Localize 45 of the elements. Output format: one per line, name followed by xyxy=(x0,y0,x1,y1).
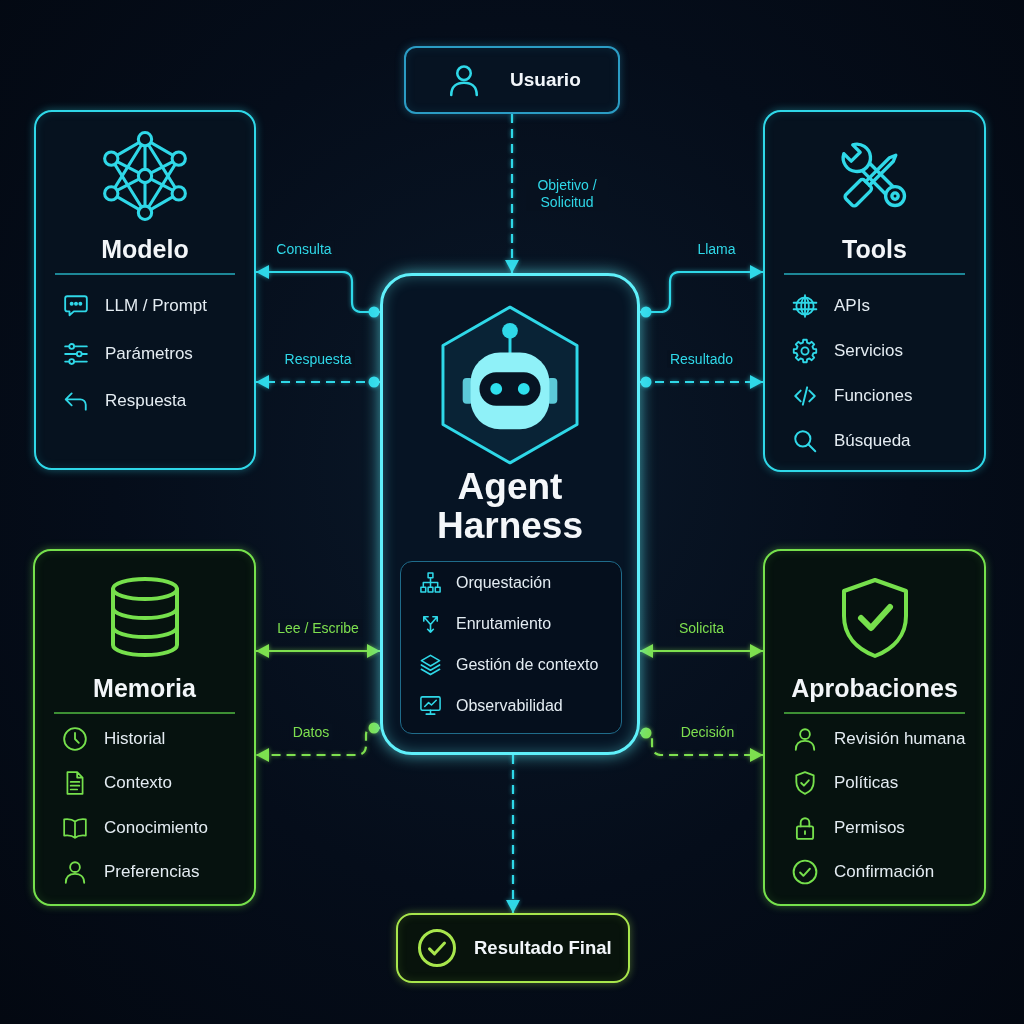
list-item: Orquestación xyxy=(456,573,552,592)
panel-card xyxy=(763,549,986,906)
list-item: Funciones xyxy=(834,386,913,406)
arrow xyxy=(256,644,380,658)
edge-label: Resultado xyxy=(667,350,736,368)
panel-card xyxy=(34,110,256,470)
list-item: Historial xyxy=(104,729,166,749)
list-item: LLM / Prompt xyxy=(105,296,208,316)
arrow xyxy=(640,644,763,658)
list-item: Observabilidad xyxy=(456,696,563,715)
arrow xyxy=(256,722,380,762)
arrow xyxy=(506,755,520,913)
panel-title: Aprobaciones xyxy=(790,673,959,704)
harness-title: Agent Harness xyxy=(436,467,584,545)
panel-title: Tools xyxy=(841,234,908,265)
arrow xyxy=(640,265,763,318)
list-item: Enrutamiento xyxy=(456,614,552,633)
result-box xyxy=(396,913,630,983)
list-item: Confirmación xyxy=(834,861,935,882)
arrow xyxy=(640,375,763,389)
panel-card xyxy=(763,110,986,472)
arrow xyxy=(256,375,380,389)
panel-title: Memoria xyxy=(92,673,197,704)
list-item: Gestión de contexto xyxy=(456,655,599,674)
node-label: Usuario xyxy=(510,68,581,92)
list-item: Revisión humana xyxy=(834,729,966,749)
list-item: Permisos xyxy=(834,817,905,838)
panel-card xyxy=(33,549,256,906)
panel-title: Modelo xyxy=(100,234,190,265)
harness-panel xyxy=(380,273,640,755)
list-item: Servicios xyxy=(834,341,903,361)
list-item: Preferencias xyxy=(104,861,200,882)
arrow xyxy=(256,265,380,318)
arrow xyxy=(505,114,519,273)
list-item: Parámetros xyxy=(105,343,193,364)
list-item: APIs xyxy=(834,296,870,316)
capability-panel xyxy=(400,561,622,734)
list-item: Políticas xyxy=(834,773,899,794)
arrow xyxy=(640,727,763,762)
node-label: Resultado Final xyxy=(474,936,612,960)
list-item: Respuesta xyxy=(105,391,187,411)
list-item: Búsqueda xyxy=(834,431,911,451)
user-box xyxy=(404,46,620,114)
list-item: Contexto xyxy=(104,773,173,794)
list-item: Conocimiento xyxy=(104,817,208,838)
